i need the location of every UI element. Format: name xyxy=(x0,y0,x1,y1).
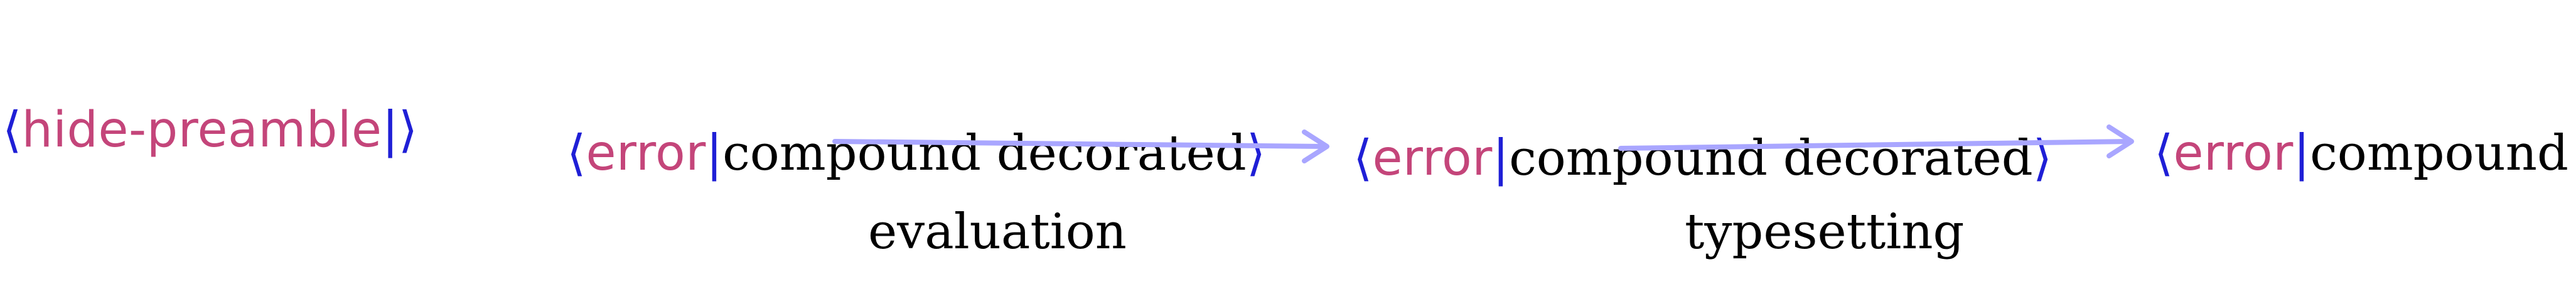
typesetting-arrow-head xyxy=(2106,124,2134,158)
close-angle-bracket: ⟩ xyxy=(2032,130,2053,187)
close-angle-bracket: ⟩ xyxy=(1246,125,1266,182)
open-angle-bracket: ⟨ xyxy=(3,102,22,158)
macro-tag-error: error xyxy=(1372,130,1493,187)
evaluation-arrow-head xyxy=(1302,129,1329,163)
argument-separator: | xyxy=(382,102,399,158)
macro-argument: compound decorated xyxy=(1509,130,2033,187)
macro-tag-hide-preamble: hide-preamble xyxy=(21,102,382,158)
argument-separator: | xyxy=(1492,130,1510,187)
open-angle-bracket: ⟨ xyxy=(1353,130,1373,187)
stage-typeset-macro: ⟨error|compound de xyxy=(2154,129,2576,178)
macro-tag-error: error xyxy=(2173,125,2294,182)
stage-evaluated-macro: ⟨error|compound decorated⟩ xyxy=(1353,134,2052,183)
close-angle-bracket: ⟩ xyxy=(398,102,418,158)
hide-preamble-macro: ⟨hide-preamble|⟩ xyxy=(3,106,417,155)
open-angle-bracket: ⟨ xyxy=(567,125,586,182)
stage-source-macro: ⟨error|compound decorated⟩ xyxy=(567,129,1265,178)
open-angle-bracket: ⟨ xyxy=(2154,125,2174,182)
macro-argument: compound decorated xyxy=(722,125,1247,182)
step-label-evaluation: evaluation xyxy=(868,204,1127,260)
macro-argument: compound de xyxy=(2310,125,2576,182)
argument-separator: | xyxy=(706,125,723,182)
argument-separator: | xyxy=(2293,125,2310,182)
step-label-typesetting: typesetting xyxy=(1685,204,1965,260)
macro-tag-error: error xyxy=(586,125,706,182)
